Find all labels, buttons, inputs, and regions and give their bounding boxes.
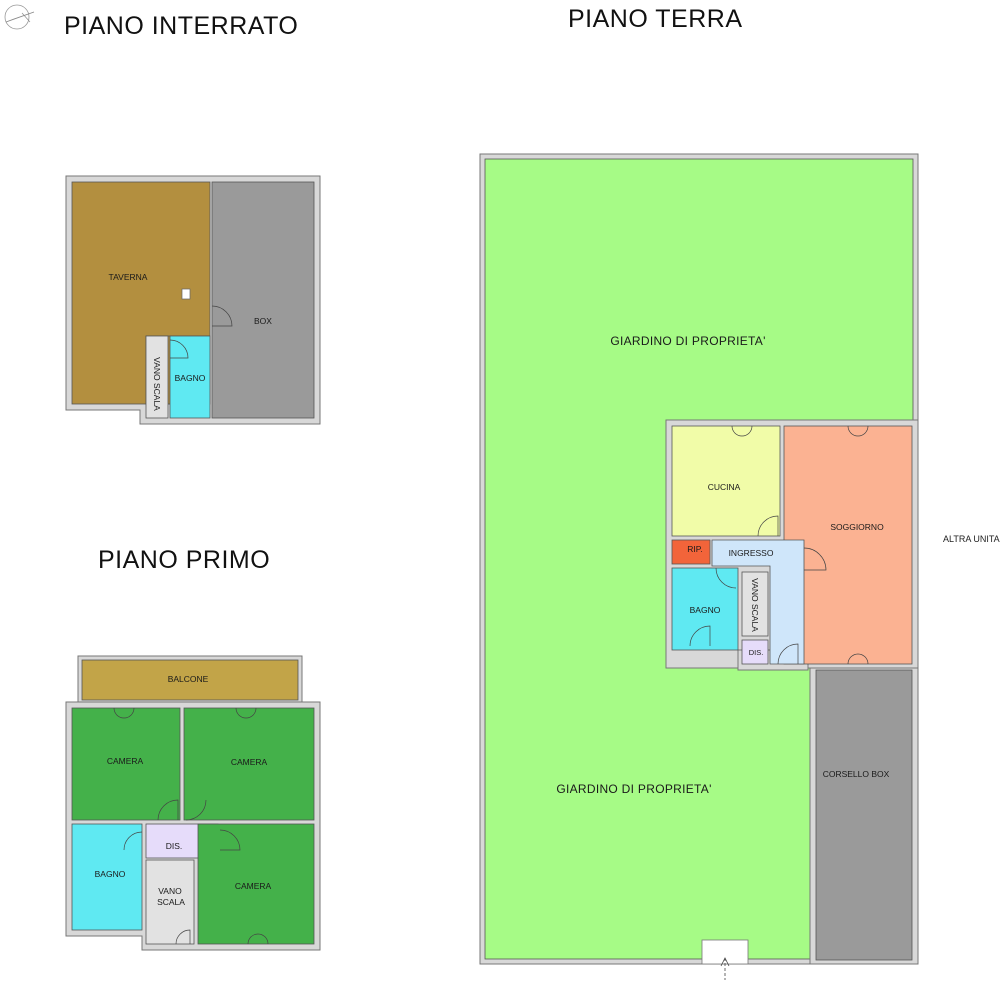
label-bagno-ground: BAGNO [690,605,721,615]
door-soggiorno [803,547,827,571]
label-rip: RIP. [687,544,702,554]
room-vano-scala-ground [741,571,769,637]
label-vano-scala-ground: VANO SCALA [750,578,760,632]
label-corsello-box: CORSELLO BOX [823,769,890,779]
label-cucina: CUCINA [708,482,741,492]
door-camera-2-window [235,707,257,719]
door-soggiorno-window [847,425,869,437]
label-taverna: TAVERNA [109,272,148,282]
door-soggiorno-bottom [847,653,869,665]
label-giardino-top: GIARDINO DI PROPRIETA' [610,334,765,348]
door-bagno-first [123,831,143,851]
label-camera-1: CAMERA [107,756,144,766]
door-ingresso [777,643,799,665]
door-camera-3 [219,829,241,851]
door-camera-1-window [113,707,135,719]
basement-title: PIANO INTERRATO [64,12,299,40]
room-bagno-ground [671,567,739,651]
door-cucina-window [731,425,753,437]
first-floor-plan: BALCONE CAMERA CAMERA BAGNO DIS. VANO SC… [65,655,321,951]
door-camera-2 [185,799,207,821]
area-balcone [81,659,299,701]
room-dis-ground [741,639,769,665]
first-floor-title: PIANO PRIMO [98,546,271,574]
door-bagno-basement [169,339,189,359]
door-box [211,305,233,327]
entrance-arrow-icon [720,957,730,980]
room-ingresso [711,539,805,665]
room-camera-1 [71,707,181,821]
label-bagno-basement: BAGNO [175,373,206,383]
neighbor-unit-label: ALTRA UNITA' [943,534,1000,544]
label-balcone: BALCONE [168,674,209,684]
label-camera-2: CAMERA [231,757,268,767]
room-vano-scala-first [145,859,195,945]
label-soggiorno: SOGGIORNO [830,522,884,532]
ground-floor-title: PIANO TERRA [568,5,743,33]
room-cucina [671,425,781,537]
label-vano-scala-basement: VANO SCALA [152,357,162,411]
door-camera-3-window [247,933,269,945]
label-dis-ground: DIS. [749,648,764,657]
door-vano-scala-first [175,929,191,945]
label-vano-scala-first-2: SCALA [157,897,185,907]
north-arrow-icon [4,4,35,30]
basement-plan: TAVERNA BOX BAGNO VANO SCALA [65,175,321,425]
area-corsello-box [815,669,913,961]
room-bagno-basement [169,335,211,419]
label-box: BOX [254,316,272,326]
label-vano-scala-first-1: VANO [158,886,182,896]
door-camera-1 [157,799,179,821]
ground-floor-plan: GIARDINO DI PROPRIETA' GIARDINO DI PROPR… [479,153,919,980]
room-bagno-first [71,823,143,931]
door-bagno-ground-2 [689,625,711,647]
pillar [181,288,191,300]
room-rip [671,539,711,565]
room-box [211,181,315,419]
label-dis-first: DIS. [166,841,183,851]
label-ingresso: INGRESSO [729,548,774,558]
room-vano-scala-basement [145,335,169,419]
room-soggiorno [783,425,913,665]
room-camera-3 [197,823,315,945]
label-camera-3: CAMERA [235,881,272,891]
door-bagno-ground [715,567,737,589]
label-giardino-bottom: GIARDINO DI PROPRIETA' [556,782,711,796]
label-bagno-first: BAGNO [95,869,126,879]
door-cucina [757,515,779,537]
